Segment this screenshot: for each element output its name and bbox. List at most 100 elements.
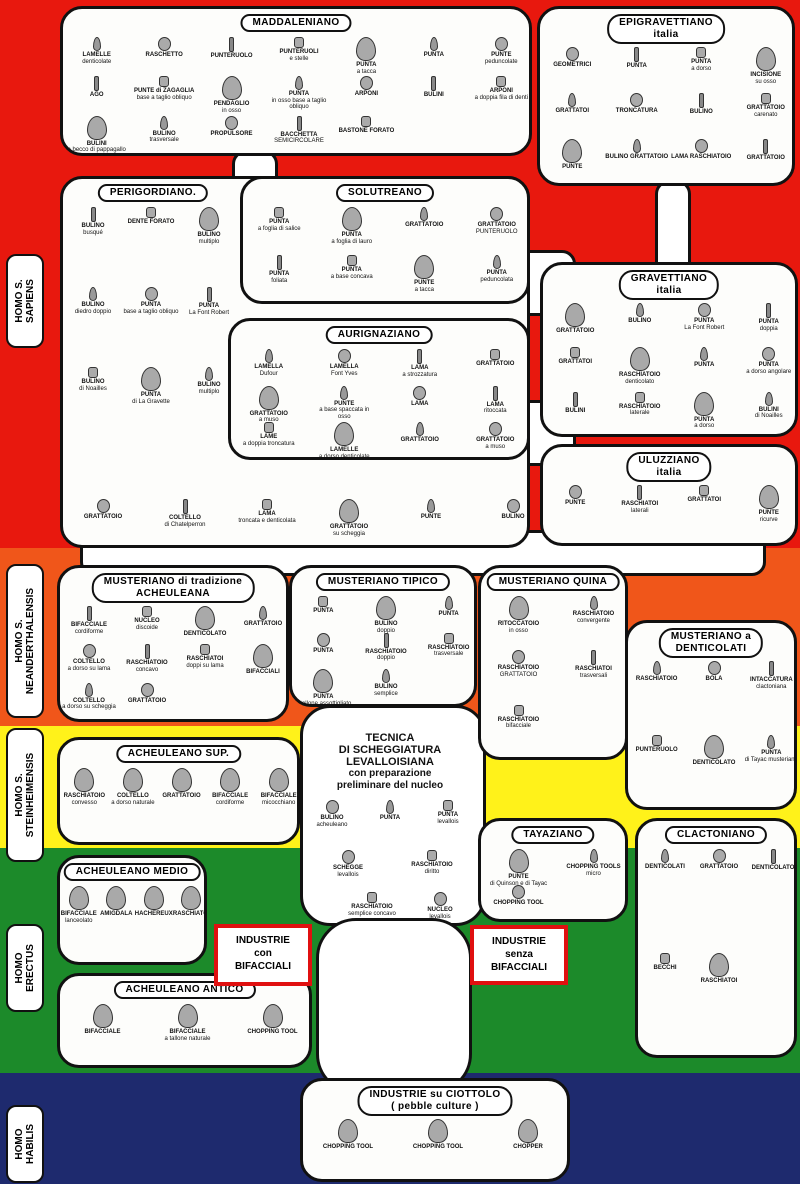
tool-item: CHOPPING TOOL (487, 885, 551, 907)
tool-drawing-icon (200, 644, 210, 656)
tool-label: LAMELLA (254, 364, 284, 370)
tool-sublabel: a base concava (330, 273, 373, 280)
tool-label: PUNTA (341, 232, 362, 238)
tool-label: BULINO (374, 621, 398, 627)
tool-label: CHOPPING TOOL (493, 900, 544, 906)
tool-item: PUNTA (672, 347, 736, 369)
tool-drawing-icon (92, 1004, 113, 1028)
tool-label: BULINO (374, 684, 398, 691)
tool-item: AMIGDALA (84, 886, 148, 918)
tool-drawing-icon (276, 255, 282, 270)
tool-label: RASCHIATOIO (619, 403, 661, 410)
tool-drawing-icon (562, 139, 583, 163)
tool-sublabel: Font Yves (330, 370, 358, 377)
tool-item: GRATTATOIO (734, 139, 792, 162)
tool-sublabel: lanceolato (65, 917, 93, 924)
panel-title-text: TAYAZIANO (523, 829, 583, 840)
panel-title-text: MUSTERIANO di tradizione (103, 576, 243, 587)
panel-title-text: AURIGNAZIANO (337, 329, 421, 340)
tool-label: RASCHIATOIO (427, 644, 470, 651)
tool-label: PUNTA (341, 267, 362, 273)
tool-drawing-icon (177, 1004, 198, 1028)
tool-item: ARPONI (334, 76, 398, 98)
panel-subtitle: DENTICOLATI (675, 643, 747, 654)
box-line: INDUSTRIE (236, 935, 290, 946)
tool-drawing-icon (195, 606, 215, 630)
tool-drawing-icon (367, 892, 377, 903)
tool-label: PUNTE (414, 280, 435, 286)
tool-drawing-icon (182, 499, 188, 514)
tool-sublabel: levallois (429, 913, 451, 920)
tool-drawing-icon (417, 349, 423, 364)
tool-sublabel: semplice (374, 690, 398, 697)
tool-sublabel: a base spaccata in osso (319, 407, 370, 420)
tool-drawing-icon (635, 303, 644, 317)
tool-drawing-icon (316, 632, 330, 647)
tool-sublabel: a dorso angolare (746, 368, 792, 375)
tool-label: GRATTATOIO (746, 155, 785, 161)
tool-sublabel: micro (586, 870, 601, 877)
tool-drawing-icon (294, 37, 304, 48)
tool-drawing-icon (443, 800, 453, 811)
tool-label: BIFACCIALE (84, 1029, 121, 1035)
tool-item: DENTICOLATI (638, 849, 697, 871)
tecnica-line: preliminare del nucleo (336, 780, 444, 791)
tool-drawing-icon (68, 886, 89, 910)
tool-label: LAMELLA (329, 364, 359, 370)
tool-label: RASCHIATOIO (572, 611, 615, 617)
tool-label: PUNTE (491, 52, 512, 58)
tool-sublabel: su osso (755, 78, 777, 85)
panel-title: ACHEULEANO SUP. (115, 745, 242, 763)
tool-drawing-icon (157, 37, 171, 51)
tool-sublabel: multiplo (198, 388, 220, 395)
tool-drawing-icon (698, 93, 704, 108)
panel-title-text: PERIGORDIANO. (109, 187, 197, 198)
tool-sublabel: di Tayac musteriana (744, 756, 797, 763)
tool-sublabel: denticolato (625, 378, 655, 385)
tool-drawing-icon (268, 768, 289, 792)
tool-label: CHOPPER (513, 1144, 543, 1150)
panel-title: PERIGORDIANO. (97, 184, 209, 202)
tool-drawing-icon (415, 422, 424, 437)
tool-sublabel: doppi su lama (186, 662, 224, 669)
tool-drawing-icon (591, 650, 596, 666)
tool-drawing-icon (513, 704, 524, 716)
tool-sublabel: a muso (485, 443, 506, 450)
tool-sublabel: semplice concavo (348, 910, 396, 917)
tool-label: PUNTERUOLO (210, 53, 253, 59)
tool-item: HACHEREUX (122, 886, 186, 918)
tool-label: BULINO (197, 232, 221, 238)
tool-label: DENTICOLATO (692, 760, 736, 766)
tool-label: PUNTA (486, 270, 507, 276)
tool-drawing-icon (171, 768, 192, 792)
tool-drawing-icon (443, 632, 454, 644)
box-line: BIFACCIALI (490, 962, 548, 973)
tool-label: LAMA RASCHIATOIO (671, 154, 732, 160)
tool-label: BIFACCIALE (71, 622, 107, 628)
tool-drawing-icon (274, 207, 285, 218)
box-line: BIFACCIALI (234, 961, 292, 972)
tool-item: GRATTATOIO (71, 499, 135, 521)
species-neanderthalensis: HOMO S.NEANDERTHALENSIS (6, 564, 44, 718)
